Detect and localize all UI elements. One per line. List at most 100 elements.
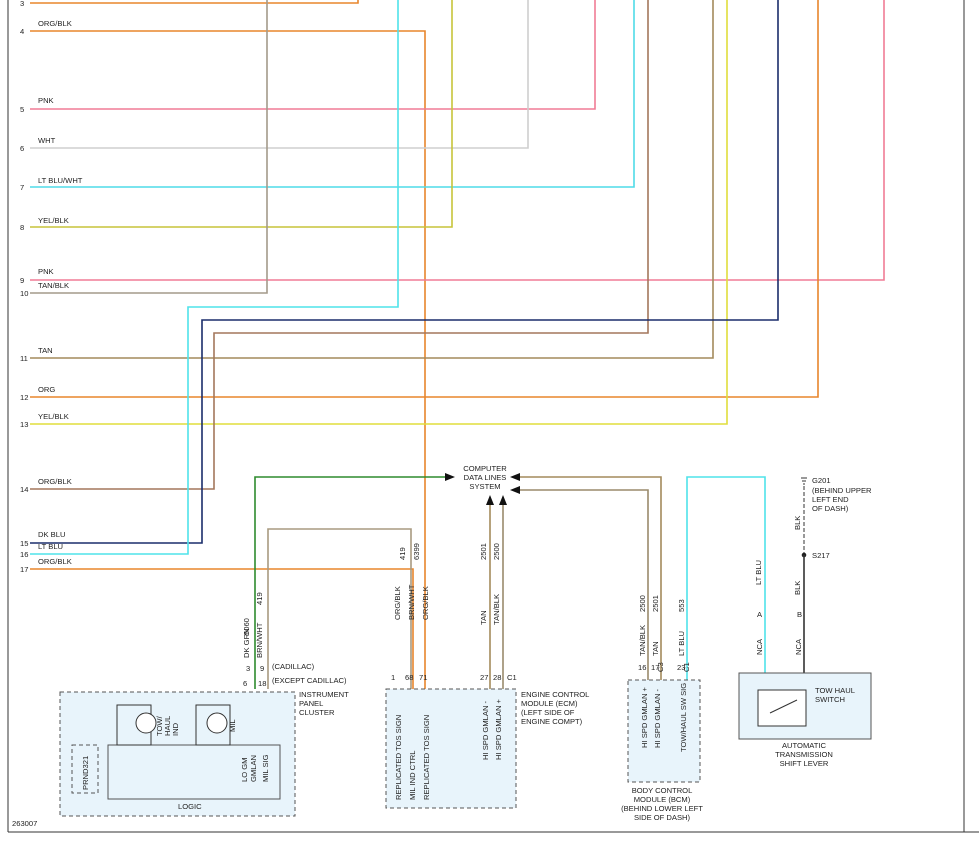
prnd-label: PRND321	[81, 756, 90, 790]
ecm-box	[385, 688, 517, 809]
svg-text:SHIFT LEVER: SHIFT LEVER	[780, 759, 829, 768]
pin: 18	[258, 679, 266, 688]
svg-text:(BEHIND LOWER LEFT: (BEHIND LOWER LEFT	[621, 804, 703, 813]
wire-17	[30, 568, 414, 689]
wire-419-brn-wht	[267, 528, 412, 689]
wire-5060-dk-grn	[254, 476, 445, 689]
svg-text:CLUSTER: CLUSTER	[299, 708, 335, 717]
svg-text:ENGINE COMPT): ENGINE COMPT)	[521, 717, 583, 726]
svg-text:HI SPD GMLAN -: HI SPD GMLAN -	[653, 688, 662, 748]
wire-color-label: DK BLU	[38, 530, 65, 539]
wire-pin-label: 3	[20, 0, 24, 8]
wire-pin-label: 8	[20, 223, 24, 232]
ecm-pin: 71	[419, 673, 427, 682]
circuit-419: 419	[398, 547, 407, 560]
prnd-indicator-box	[71, 744, 99, 794]
connector-c1: C1	[682, 662, 691, 672]
wire-553-lt-blu	[686, 476, 766, 689]
svg-text:HI SPD GMLAN +: HI SPD GMLAN +	[494, 698, 503, 760]
ecm-lan-signal: HI SPD GMLAN -	[481, 700, 490, 760]
arrow-head	[445, 473, 455, 481]
bcm-wire-label: LT BLU	[677, 631, 686, 656]
circuit-2501: 2501	[479, 543, 488, 560]
wire-pin-label: 17	[20, 565, 28, 574]
wire-2500-bcm	[520, 489, 649, 689]
data-lines-label: DATA LINES	[464, 473, 507, 482]
ecm-signal: MIL IND CTRL	[408, 750, 417, 800]
pin: 9	[260, 664, 264, 673]
wire-color-label: TAN/BLK	[38, 281, 69, 290]
wire-8	[30, 0, 453, 228]
ecm-signal: REPLICATED TOS SIGN	[394, 715, 403, 800]
ecm-signal: REPLICATED TOS SIGN	[422, 715, 431, 800]
svg-text:PANEL: PANEL	[299, 699, 323, 708]
wire-13	[30, 0, 728, 425]
bcm-wire-label: TAN/BLK	[638, 625, 647, 656]
wire-10	[30, 0, 268, 294]
ecm-wire-label: ORG/BLK	[421, 586, 430, 620]
svg-text:LEFT END: LEFT END	[812, 495, 849, 504]
svg-text:OF DASH): OF DASH)	[812, 504, 849, 513]
wire-color-label: YEL/BLK	[38, 412, 69, 421]
wire-dk-grn-label: DK GRN	[242, 628, 251, 658]
pin: 28	[493, 673, 501, 682]
svg-text:TRANSMISSION: TRANSMISSION	[775, 750, 833, 759]
wire-pin-label: 4	[20, 27, 24, 36]
data-lines-label: COMPUTER	[463, 464, 507, 473]
bcm-name: BODY CONTROL	[632, 786, 693, 795]
svg-text:(BEHIND UPPER: (BEHIND UPPER	[812, 486, 872, 495]
switch-pin-b: B	[797, 610, 802, 619]
ecm-pin: 1	[391, 673, 395, 682]
wire-pin-label: 12	[20, 393, 28, 402]
svg-text:GMLAN: GMLAN	[249, 755, 258, 782]
label-except-cadillac: (EXCEPT CADILLAC)	[272, 676, 347, 685]
tow-haul-switch-icon	[757, 689, 807, 727]
svg-text:SWITCH: SWITCH	[815, 695, 845, 704]
wire-pin-label: 14	[20, 485, 28, 494]
nca-label: NCA	[755, 638, 764, 655]
switch-wire-blk: BLK	[793, 581, 802, 595]
ecm-pin: 68	[405, 673, 413, 682]
bcm-circuit: 553	[677, 599, 686, 612]
wire-15	[30, 0, 779, 544]
ipc-name: INSTRUMENT	[299, 690, 349, 699]
figure-id: 263007	[12, 819, 37, 828]
circuit-419: 419	[255, 592, 264, 605]
mil-lamp-icon	[206, 712, 228, 734]
wire-color-label: LT BLU/WHT	[38, 176, 83, 185]
wire-11	[30, 0, 714, 359]
data-lines-label: SYSTEM	[469, 482, 500, 491]
arrow-head	[510, 473, 520, 481]
wire-12	[30, 0, 819, 398]
tow-haul-lamp-icon	[135, 712, 157, 734]
wire-7	[30, 0, 635, 188]
splice-label: S217	[812, 551, 830, 560]
switch-contact	[769, 699, 798, 714]
label-cadillac: (CADILLAC)	[272, 662, 315, 671]
svg-text:HAUL: HAUL	[163, 716, 172, 736]
wire-14	[30, 0, 649, 490]
mil-sig-label: MIL SIG	[261, 754, 270, 782]
wire-6	[30, 0, 529, 149]
logic-label: LOGIC	[178, 802, 202, 811]
nca-label: NCA	[794, 638, 803, 655]
svg-text:IND: IND	[171, 722, 180, 736]
arrow-head	[510, 486, 520, 494]
mil-lamp-label: MIL	[228, 719, 237, 732]
switch-wire-lt-blu: LT BLU	[754, 560, 763, 585]
connector-c3: C3	[656, 662, 665, 672]
wire-pin-label: 11	[20, 354, 28, 363]
wire-label-blk-top: BLK	[793, 516, 802, 530]
circuit-2500: 2500	[492, 543, 501, 560]
bcm-box	[627, 679, 701, 783]
pin: 6	[243, 679, 247, 688]
switch-label: TOW HAUL	[815, 686, 855, 695]
wire-color-label: LT BLU	[38, 542, 63, 551]
tow-lamp-label: TOW/	[155, 715, 164, 736]
ecm-name: ENGINE CONTROL	[521, 690, 589, 699]
bcm-wire-label: TAN	[651, 641, 660, 656]
bcm-pin: 23	[677, 663, 685, 672]
logic-block	[107, 744, 281, 800]
